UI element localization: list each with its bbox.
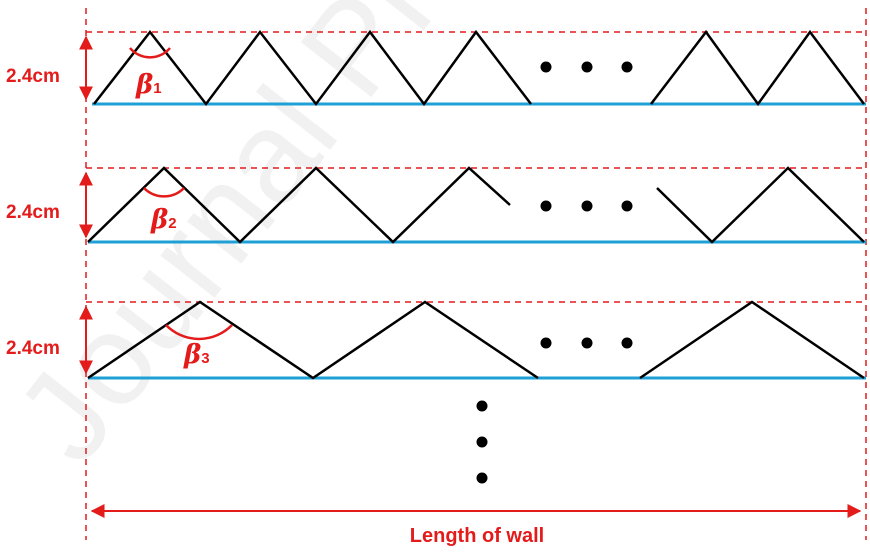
- row-1-angle-label: β1: [135, 70, 162, 100]
- row-2-profile-left: [87, 166, 511, 244]
- watermark: Journal Pre-proof: [0, 0, 721, 487]
- row-3-profile-right: [639, 300, 865, 380]
- row-1-height-label: 2.4cm: [6, 66, 60, 87]
- row-2-profile-right: [656, 166, 865, 244]
- vertical-ellipsis: [476, 400, 488, 484]
- wall-length-label: Length of wall: [410, 525, 544, 547]
- row-2-height-label: 2.4cm: [6, 202, 60, 223]
- row-1-angle-arc: [129, 47, 171, 59]
- row-3-angle-label: β3: [183, 340, 210, 370]
- row-1-profile-left: [93, 29, 532, 107]
- row-3-ellipsis: [540, 337, 633, 349]
- row-1: 2.4cm β1: [6, 29, 866, 107]
- row-2: 2.4cm β2: [6, 166, 866, 244]
- row-3-height-label: 2.4cm: [6, 338, 60, 359]
- row-2-angle-label: β2: [150, 205, 177, 235]
- row-3-profile-left: [87, 300, 539, 380]
- row-3-angle-arc: [165, 324, 233, 341]
- row-2-ellipsis: [540, 200, 633, 212]
- row-1-ellipsis: [540, 61, 633, 73]
- row-2-angle-arc: [143, 187, 185, 198]
- row-3: 2.4cm β3: [6, 300, 866, 380]
- row-1-profile-right: [650, 29, 865, 107]
